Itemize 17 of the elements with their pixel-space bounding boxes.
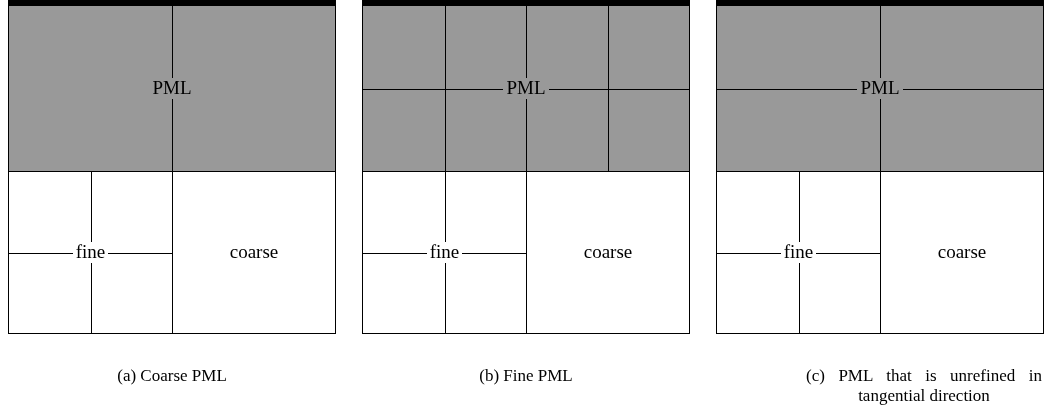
region-label: PML [857,78,903,99]
region-label: fine [426,242,463,263]
pml-region [716,0,1044,172]
fine-mesh-region [8,171,173,334]
region-label: PML [503,78,549,99]
coarse-mesh-cell [880,171,1044,334]
fine-mesh-region [716,171,881,334]
region-label: fine [72,242,109,263]
subfigure-caption: (b) Fine PML [478,366,574,387]
subfigure-caption: (a) Coarse PML [116,366,228,387]
coarse-mesh-cell [526,171,690,334]
coarse-mesh-cell [172,171,336,334]
subfigure-caption: (c) PML that is unrefined in tangential direction [806,366,1042,407]
fine-mesh-region [362,171,527,334]
region-label: fine [780,242,817,263]
pml-region [8,0,336,172]
pml-region [362,0,690,172]
